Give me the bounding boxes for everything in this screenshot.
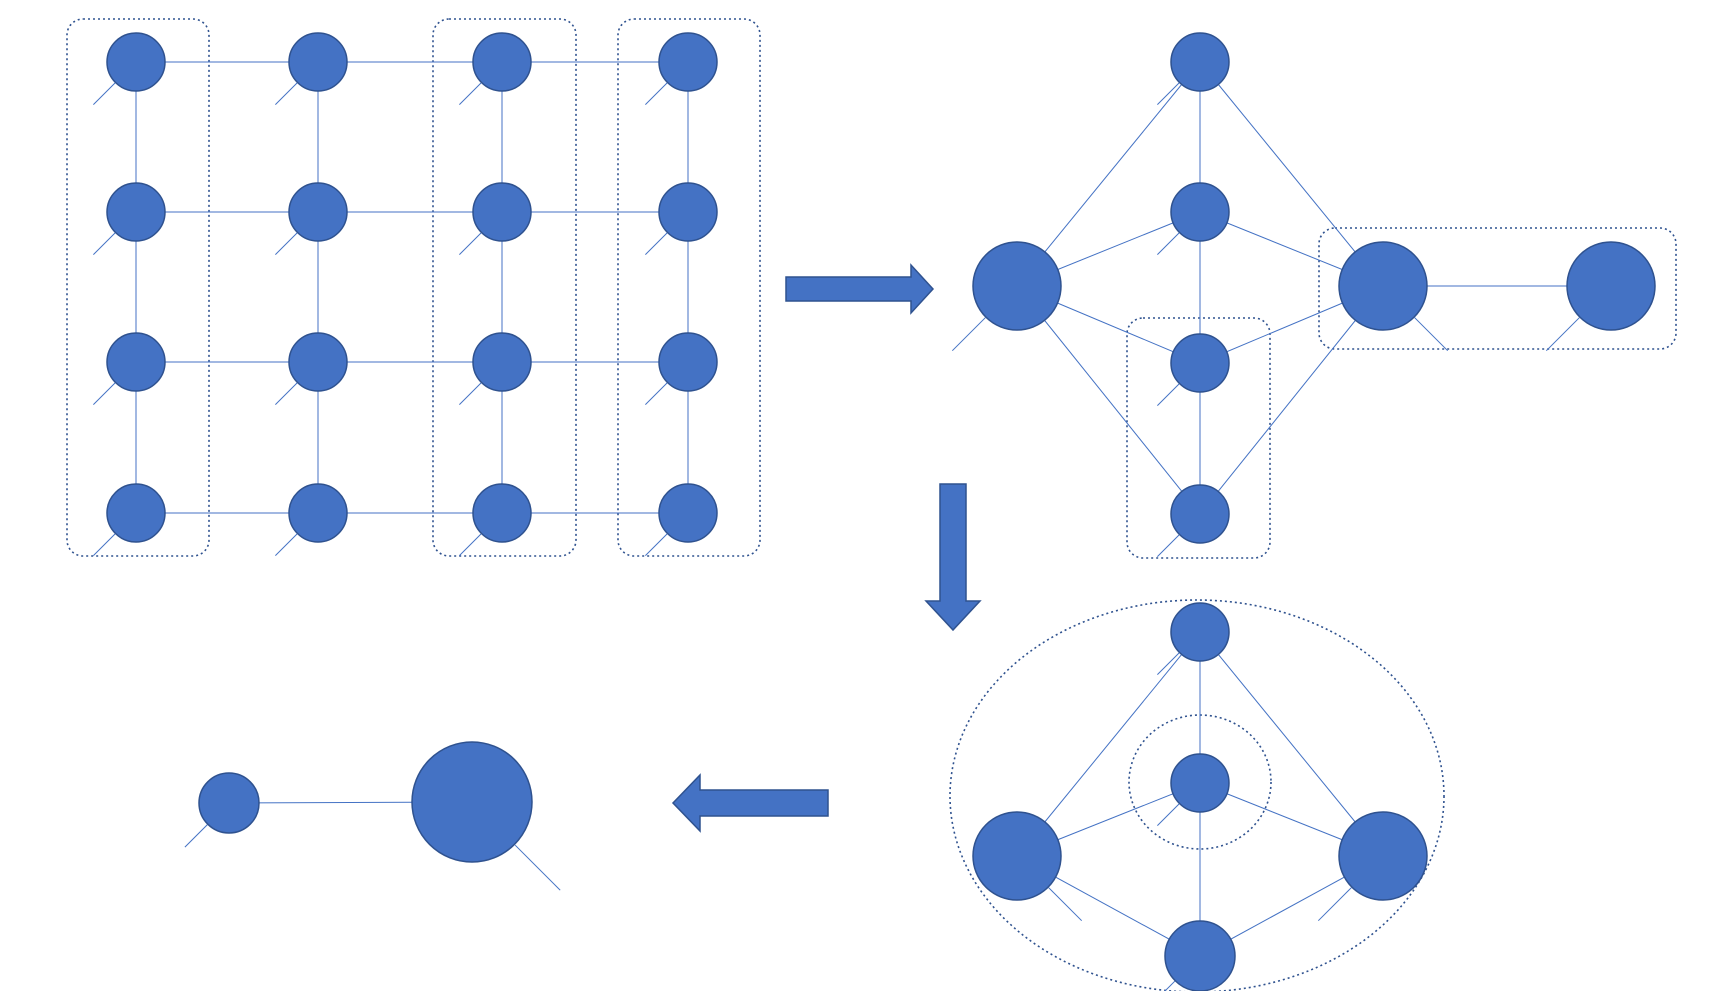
c1-group-vertical <box>1126 317 1271 559</box>
c1-node-bottom-tail <box>1157 534 1180 557</box>
c1-node-top-tail <box>1157 82 1180 105</box>
grid-node-r4c2-tail <box>275 533 298 556</box>
c2-node-right <box>1338 811 1428 901</box>
grid-node-r2c1-tail <box>93 232 116 255</box>
grid-node-r3c2-tail <box>275 382 298 405</box>
c2-group-outer <box>949 599 1445 991</box>
grid-node-r1c4-tail <box>645 82 668 105</box>
grid-node-r4c3 <box>472 483 532 543</box>
c2-node-left <box>972 811 1062 901</box>
grid-node-r4c2 <box>288 483 348 543</box>
grid-node-r2c4-tail <box>645 232 668 255</box>
grid-node-r1c3-tail <box>459 82 482 105</box>
c2-node-top-tail <box>1157 652 1180 675</box>
c1-edge-top-right <box>1199 61 1384 287</box>
c1-group-horizontal <box>1318 227 1677 350</box>
c1-node-far-right <box>1566 241 1656 331</box>
grid-group-column-4 <box>617 18 761 557</box>
c2-edge-top-left <box>1016 631 1201 857</box>
c3-node-big <box>411 741 533 863</box>
grid-node-r3c1 <box>106 332 166 392</box>
c3-node-small <box>198 772 260 834</box>
c2-group-inner <box>1128 714 1272 850</box>
c2-edge-top-right <box>1199 631 1384 857</box>
grid-node-r2c3-tail <box>459 232 482 255</box>
arrow-left-icon <box>671 773 829 833</box>
c2-node-left-tail <box>1048 887 1083 922</box>
grid-node-r1c2 <box>288 32 348 92</box>
c1-node-bottom <box>1170 484 1230 544</box>
c1-node-left <box>972 241 1062 331</box>
c1-node-left-tail <box>951 317 986 352</box>
grid-node-r4c3-tail <box>459 533 482 556</box>
c1-node-middle-tail <box>1157 383 1180 406</box>
grid-node-r3c3 <box>472 332 532 392</box>
grid-node-r2c2 <box>288 182 348 242</box>
c2-node-top <box>1170 602 1230 662</box>
grid-node-r3c2 <box>288 332 348 392</box>
node-tails-layer <box>93 82 1580 991</box>
c2-node-right-tail <box>1317 887 1352 922</box>
c1-edge-bot-right <box>1199 285 1384 515</box>
grid-node-r1c1-tail <box>93 82 116 105</box>
grid-node-r2c3 <box>472 182 532 242</box>
c1-node-middle <box>1170 333 1230 393</box>
grid-node-r1c4 <box>658 32 718 92</box>
grid-node-r1c1 <box>106 32 166 92</box>
edges-layer <box>135 61 1611 957</box>
grid-group-column-1 <box>66 18 210 557</box>
c2-node-center-tail <box>1157 803 1180 826</box>
arrow-right-icon <box>785 263 935 315</box>
group-outlines-layer <box>66 18 1677 991</box>
grid-node-r2c2-tail <box>275 232 298 255</box>
c1-edge-bot-left <box>1016 285 1201 515</box>
grid-node-r2c1 <box>106 182 166 242</box>
grid-node-r1c3 <box>472 32 532 92</box>
c3-node-big-tail <box>514 844 561 891</box>
grid-node-r3c1-tail <box>93 382 116 405</box>
grid-node-r4c1 <box>106 483 166 543</box>
grid-node-r3c3-tail <box>459 382 482 405</box>
c1-node-right-tail <box>1414 317 1449 352</box>
nodes-layer <box>106 32 1656 991</box>
grid-node-r4c1-tail <box>93 533 116 556</box>
c3-node-small-tail <box>184 824 208 848</box>
c1-node-top <box>1170 32 1230 92</box>
c1-edge-top-left <box>1016 61 1201 287</box>
grid-node-r3c4 <box>658 332 718 392</box>
grid-node-r2c4 <box>658 182 718 242</box>
grid-node-r1c2-tail <box>275 82 298 105</box>
arrows-layer <box>671 263 982 833</box>
c1-node-upper-tail <box>1157 232 1180 255</box>
c2-node-bottom <box>1164 920 1236 991</box>
grid-node-r4c4 <box>658 483 718 543</box>
c1-node-far-right-tail <box>1545 317 1580 352</box>
c2-node-bottom-tail <box>1164 980 1176 991</box>
grid-node-r4c4-tail <box>645 533 668 556</box>
grid-group-column-3 <box>432 18 577 557</box>
grid-node-r3c4-tail <box>645 382 668 405</box>
c1-node-right <box>1338 241 1428 331</box>
c2-node-center <box>1170 753 1230 813</box>
c1-node-upper <box>1170 182 1230 242</box>
arrow-down-icon <box>924 483 982 632</box>
